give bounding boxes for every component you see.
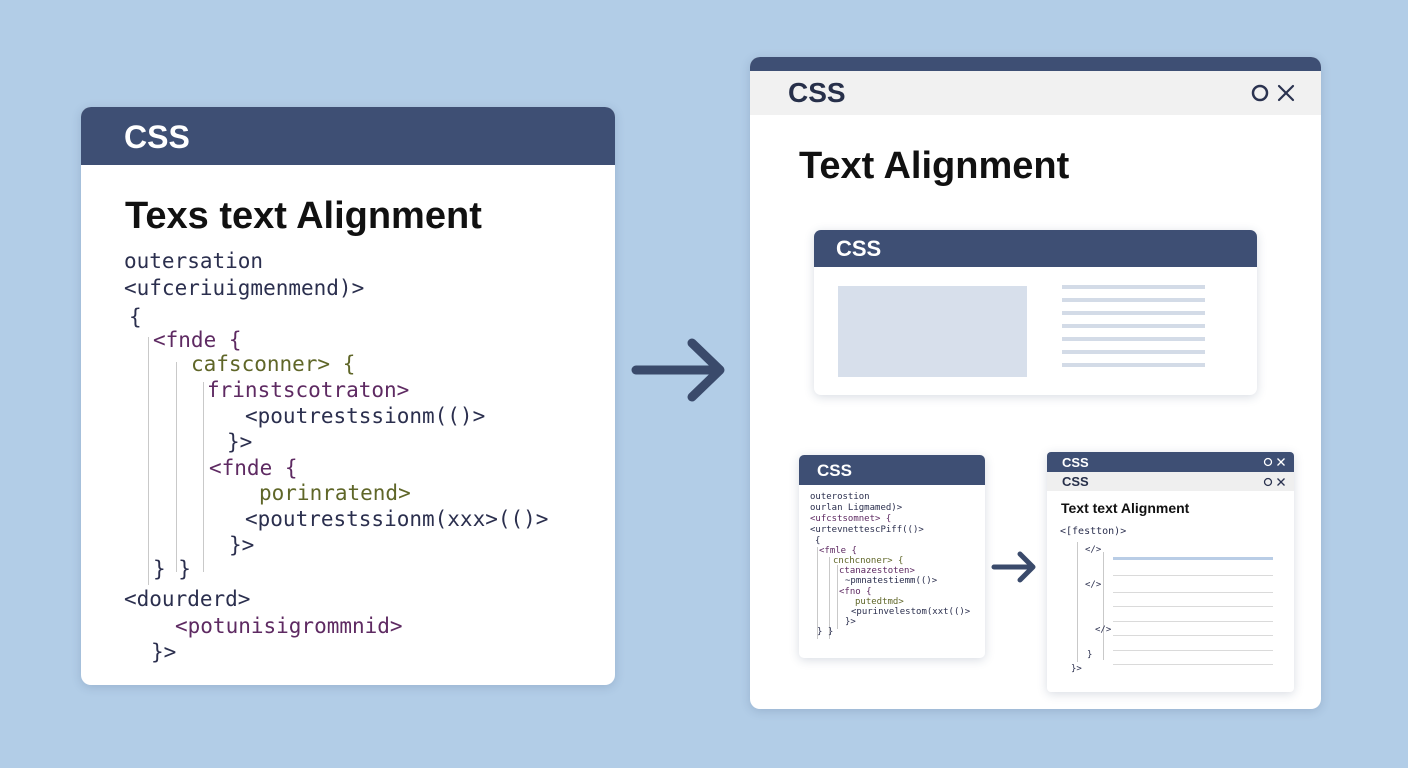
code-line: }> <box>845 617 856 627</box>
code-line: <fnde { <box>209 456 298 480</box>
indent-guide <box>176 362 177 572</box>
image-placeholder <box>838 286 1027 377</box>
text-line-placeholder <box>1062 324 1205 328</box>
code-line: <ufceriuigmenmend)> <box>124 276 365 300</box>
code-line: ctanazestoten> <box>839 566 915 576</box>
text-line-placeholder <box>1062 350 1205 354</box>
circle-icon[interactable] <box>1250 83 1270 103</box>
text-rule <box>1113 575 1273 576</box>
code-line: </> <box>1085 580 1102 590</box>
right-window-top-bar <box>750 57 1321 71</box>
close-icon[interactable] <box>1276 83 1296 103</box>
code-line: <purinvelestom(xxt(()> <box>851 607 971 617</box>
small-right-arrow-icon <box>991 551 1036 583</box>
indent-guide <box>1077 542 1078 662</box>
text-line-placeholder <box>1062 337 1205 341</box>
text-rule <box>1113 650 1273 651</box>
code-line: }> <box>151 640 177 664</box>
code-line: { <box>129 305 142 329</box>
code-line: <[festton)> <box>1060 526 1127 537</box>
right-window: CSS Text Alignment CSS CSS outerostion o… <box>750 57 1321 709</box>
left-card-title: Texs text Alignment <box>125 195 482 237</box>
text-rule <box>1113 621 1273 622</box>
code-line: }> <box>229 533 255 557</box>
code-line: <urtevnettescPiff(()> <box>810 525 924 535</box>
text-rule <box>1113 664 1273 665</box>
indent-guide <box>148 337 149 585</box>
mini-window-header-2: CSS <box>1047 472 1294 491</box>
small-code-card: CSS outerostion ourlan Ligmamed)> <ufcst… <box>799 455 985 658</box>
text-line-placeholder <box>1062 285 1205 289</box>
indent-guide <box>203 382 204 572</box>
right-window-header-label: CSS <box>788 77 846 108</box>
right-arrow-icon <box>631 338 725 402</box>
indent-guide <box>1103 552 1104 660</box>
code-line: <dourderd> <box>124 587 251 611</box>
code-line: <potunisigrommnid> <box>175 614 403 638</box>
code-line: { <box>815 536 821 546</box>
code-line: cnchcnoner> { <box>833 556 904 566</box>
preview-card: CSS <box>814 230 1257 395</box>
code-line: ourlan Ligmamed)> <box>810 503 903 513</box>
code-line: }> <box>227 430 253 454</box>
code-line: outerostion <box>810 492 870 502</box>
code-line: frinstscotraton> <box>207 378 410 402</box>
code-line: outersation <box>124 249 264 273</box>
indent-guide <box>817 547 818 639</box>
right-window-title: Text Alignment <box>799 145 1070 187</box>
code-line: putedtmd> <box>855 597 904 607</box>
small-code-card-header: CSS <box>799 455 985 485</box>
code-line: </> <box>1095 625 1112 635</box>
code-line: <poutrestssionm(()> <box>245 404 486 428</box>
mini-window: CSS CSS Text text Alignment <[festton)> … <box>1047 452 1294 692</box>
code-line: ~pmnatestiemm(()> <box>845 576 938 586</box>
code-line: porinratend> <box>259 481 411 505</box>
mini-window-title: Text text Alignment <box>1061 500 1190 516</box>
mini-window-header-2-label: CSS <box>1062 474 1089 489</box>
text-rule <box>1113 592 1273 593</box>
code-line: <fno { <box>839 587 872 597</box>
code-line: } } <box>153 557 191 581</box>
preview-card-header: CSS <box>814 230 1257 267</box>
mini-window-header-1: CSS <box>1047 452 1294 472</box>
code-line: <ufcstsomnet> { <box>810 514 892 524</box>
text-line-placeholder <box>1062 363 1205 367</box>
code-line: <fnde { <box>153 328 242 352</box>
code-line: } } <box>817 627 834 637</box>
circle-icon[interactable] <box>1263 477 1273 487</box>
left-code-card: CSS Texs text Alignment outersation <ufc… <box>81 107 615 685</box>
close-icon[interactable] <box>1276 477 1286 487</box>
highlight-line <box>1113 557 1273 560</box>
text-line-placeholder <box>1062 298 1205 302</box>
code-line: cafsconner> { <box>191 352 356 376</box>
indent-guide <box>829 557 830 639</box>
mini-window-header-1-label: CSS <box>1062 455 1089 470</box>
code-line: }> <box>1071 664 1082 674</box>
code-line: <poutrestssionm(xxx>(()> <box>245 507 549 531</box>
right-window-titlebar: CSS <box>750 71 1321 115</box>
preview-card-header-label: CSS <box>836 236 882 261</box>
close-icon[interactable] <box>1276 457 1286 467</box>
code-line: </> <box>1085 545 1102 555</box>
text-rule <box>1113 606 1273 607</box>
code-line: <fmle { <box>819 546 857 556</box>
code-line: } <box>1087 650 1093 660</box>
indent-guide <box>837 565 838 629</box>
left-card-header: CSS <box>81 107 615 165</box>
text-rule <box>1113 635 1273 636</box>
small-code-card-header-label: CSS <box>817 461 852 480</box>
text-line-placeholder <box>1062 311 1205 315</box>
left-card-header-label: CSS <box>124 119 190 155</box>
circle-icon[interactable] <box>1263 457 1273 467</box>
